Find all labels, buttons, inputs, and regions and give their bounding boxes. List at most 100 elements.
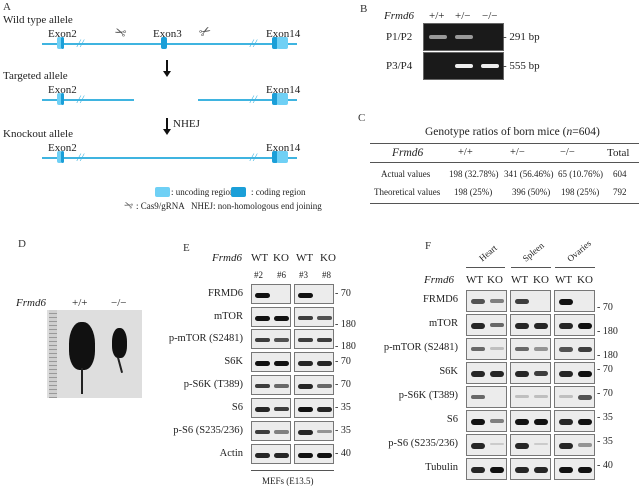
blot-band [578, 419, 592, 425]
gene-label: Frmd6 [424, 274, 454, 286]
blot-band [534, 467, 548, 473]
blot-panel [510, 290, 551, 312]
blot-panel [554, 290, 595, 312]
blot-panel [251, 375, 291, 395]
blot-band [490, 299, 504, 303]
blot-row-label: mTOR [214, 311, 243, 322]
tissue-rule [555, 267, 595, 268]
table-cell: Actual values [381, 169, 431, 179]
panel-c-label: C [358, 112, 366, 124]
blot-band [490, 347, 504, 350]
blot-band [559, 467, 573, 473]
table-header-het: +/− [510, 147, 525, 158]
blot-panel [466, 362, 507, 384]
blot-band [317, 338, 332, 343]
blot-panel [510, 410, 551, 432]
tissue-rule [466, 267, 505, 268]
blot-band [298, 430, 313, 435]
table-cell: 604 [613, 169, 627, 179]
lane-label: WT [466, 274, 484, 286]
sample-id: #3 [299, 270, 308, 280]
targeted-allele-label: Targeted allele [3, 70, 68, 82]
break-mark: // [250, 36, 257, 50]
blot-panel [294, 284, 334, 304]
panel-e-label: E [183, 242, 190, 254]
table-cell: 198 (25%) [561, 187, 600, 197]
gel-p1p2 [423, 23, 504, 51]
arrow-down-icon [163, 60, 171, 77]
exon2-box [57, 151, 62, 163]
blot-band [298, 407, 313, 412]
blot-row-label: Actin [219, 448, 243, 459]
legend-uncoding-swatch [155, 187, 170, 197]
blot-band [578, 467, 592, 473]
lane-label: WT [251, 252, 269, 264]
blot-band [490, 467, 504, 473]
molecular-weight-marker: 180 [597, 350, 618, 361]
blot-band [274, 338, 289, 343]
knockout-dna-line [42, 157, 297, 159]
molecular-weight-marker: 180 [335, 319, 356, 330]
blot-row-label: S6 [231, 402, 243, 413]
blot-row-label: mTOR [429, 318, 458, 329]
blot-band [515, 323, 529, 329]
genotype-ko: −/− [482, 10, 498, 22]
blot-band [471, 347, 485, 352]
blot-row-label: FRMD6 [422, 294, 458, 305]
exon14-coding [272, 37, 278, 49]
table-cell: 198 (25%) [454, 187, 493, 197]
blot-band [317, 384, 332, 388]
blot-band [578, 323, 592, 329]
blot-panel [251, 352, 291, 372]
blot-panel [294, 307, 334, 327]
blot-row-label: p-S6 (S235/236) [173, 425, 243, 436]
molecular-weight-marker: 70 [597, 388, 613, 399]
blot-band [471, 299, 485, 304]
blot-panel [294, 329, 334, 349]
blot-band [534, 419, 548, 425]
blot-panel [251, 421, 291, 441]
exon2-label: Exon2 [48, 142, 77, 154]
blot-row-label: S6K [439, 366, 458, 377]
blot-band [515, 347, 529, 352]
blot-band [515, 299, 529, 305]
blot-band [255, 316, 270, 321]
table-header-wt: +/+ [458, 147, 473, 158]
exon2-label: Exon2 [48, 84, 77, 96]
blot-band [559, 395, 573, 398]
table-header-gene: Frmd6 [392, 147, 424, 159]
break-mark: // [77, 150, 84, 164]
table-cell: Theoretical values [374, 187, 441, 197]
blot-panel [251, 398, 291, 418]
wild-type-dna-line [42, 43, 297, 45]
panel-f-label: F [425, 240, 432, 252]
blot-panel [510, 314, 551, 336]
blot-row-label: S6K [224, 356, 243, 367]
blot-band [578, 347, 592, 353]
blot-row-label: FRMD6 [207, 288, 243, 299]
caption-rule [251, 470, 334, 471]
arrow-down-icon [163, 118, 171, 135]
blot-band [471, 419, 485, 425]
caption: MEFs (E13.5) [262, 476, 314, 486]
legend-coding-swatch [231, 187, 246, 197]
table-bottom-rule [370, 203, 639, 204]
exon3-box [161, 37, 167, 49]
primer-p3p4: P3/P4 [386, 60, 413, 72]
table-header-ko: −/− [560, 147, 575, 158]
blot-panel [466, 290, 507, 312]
blot-band [559, 299, 573, 305]
exon2-coding [61, 37, 64, 49]
gel-band [481, 64, 499, 68]
table-title-n: n [566, 126, 573, 138]
blot-band [515, 443, 529, 449]
gel-band [455, 64, 473, 68]
targeted-dna-left [42, 99, 134, 101]
exon2-coding [61, 93, 64, 105]
nhej-label: NHEJ [173, 118, 200, 130]
mouse-photo [47, 310, 142, 398]
lane-label: WT [296, 252, 314, 264]
blot-band [490, 419, 504, 423]
lane-label: KO [533, 274, 549, 286]
tissue-label: Heart [477, 242, 499, 264]
